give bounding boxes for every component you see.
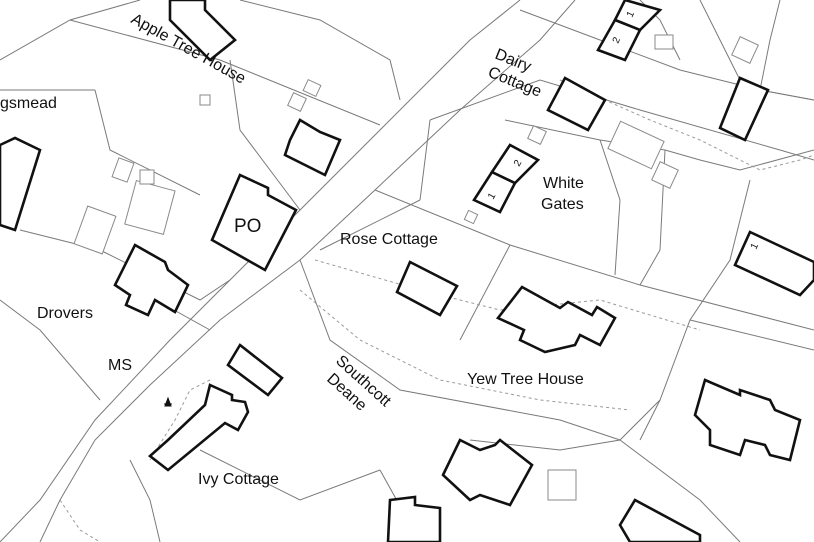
plot-line bbox=[469, 399, 661, 451]
outbuilding bbox=[73, 205, 117, 255]
label-rose-cottage: Rose Cottage bbox=[340, 231, 438, 248]
building-right-complex bbox=[693, 378, 802, 462]
plot-line bbox=[664, 149, 814, 171]
plot-line bbox=[0, 299, 101, 401]
plot-line bbox=[759, 89, 814, 101]
dashed-paths bbox=[59, 79, 814, 542]
plot-line bbox=[69, 19, 381, 126]
house-number: 2 bbox=[611, 35, 624, 45]
outbuilding bbox=[527, 125, 547, 145]
label-post-office: PO bbox=[234, 216, 261, 237]
label-white-gates-2: Gates bbox=[541, 196, 584, 213]
track-dashed bbox=[314, 259, 701, 331]
outbuilding bbox=[463, 209, 479, 225]
plot-line bbox=[0, 0, 141, 61]
outbuilding bbox=[302, 78, 322, 98]
outbuilding bbox=[731, 36, 759, 64]
building-drovers bbox=[113, 243, 190, 317]
plot-line bbox=[459, 244, 511, 341]
house-number: 2 bbox=[512, 158, 525, 169]
building-right-house bbox=[733, 230, 814, 297]
plot-line bbox=[374, 189, 814, 331]
outbuilding bbox=[651, 161, 679, 189]
building-post-office bbox=[210, 173, 298, 272]
building-bottom bbox=[386, 495, 442, 542]
plot-line bbox=[319, 199, 421, 251]
building-small-house bbox=[283, 118, 342, 177]
building-white-gates-2 bbox=[490, 143, 541, 185]
plot-line bbox=[239, 0, 401, 101]
outbuilding bbox=[139, 169, 155, 185]
label-yew-tree-house: Yew Tree House bbox=[467, 371, 584, 388]
plot-line bbox=[299, 259, 621, 441]
outbuilding bbox=[654, 34, 674, 50]
outbuilding bbox=[111, 157, 135, 183]
house-number: 1 bbox=[625, 9, 638, 19]
track-dashed bbox=[59, 499, 101, 542]
building-lower-centre bbox=[441, 438, 534, 507]
plot-line bbox=[599, 139, 621, 276]
outbuilding bbox=[287, 92, 307, 112]
house-number: 1 bbox=[486, 191, 499, 202]
labels: Apple Tree House gsmead Dairy Cottage Wh… bbox=[0, 11, 584, 488]
label-ms: MS bbox=[108, 357, 132, 374]
building-bottom-right bbox=[618, 498, 702, 542]
building-yew-tree-house bbox=[495, 285, 617, 354]
label-white-gates-1: White bbox=[543, 175, 584, 192]
label-kingsmead: gsmead bbox=[0, 95, 57, 112]
benchmark-arrow-icon bbox=[164, 396, 172, 407]
plot-line bbox=[229, 59, 301, 211]
building-dairy-cottage bbox=[546, 76, 607, 132]
outbuilding bbox=[199, 94, 211, 106]
label-ivy-cottage: Ivy Cottage bbox=[198, 471, 279, 488]
road-edge-east bbox=[39, 0, 576, 542]
outbuilding bbox=[607, 120, 665, 170]
building-apple-tree-house bbox=[168, 0, 237, 62]
building-top-semi-2 bbox=[596, 18, 642, 62]
label-drovers: Drovers bbox=[37, 305, 93, 322]
plot-line bbox=[94, 89, 201, 196]
building-rose-cottage bbox=[395, 260, 459, 317]
building-top-right bbox=[718, 76, 770, 142]
plot-line bbox=[199, 449, 381, 501]
plot-line bbox=[419, 119, 431, 201]
plot-line bbox=[619, 439, 741, 542]
plot-line bbox=[689, 319, 814, 351]
plot-line bbox=[129, 459, 161, 542]
house-numbers: 1 2 1 2 1 bbox=[486, 9, 761, 251]
road-edge-west bbox=[0, 0, 521, 542]
plot-line bbox=[699, 0, 741, 81]
outbuildings bbox=[73, 34, 759, 501]
building-ivy-cottage bbox=[147, 383, 250, 472]
building-roadside bbox=[226, 343, 284, 397]
road-ne-edge bbox=[429, 79, 814, 161]
plot-line bbox=[759, 0, 781, 91]
house-number: 1 bbox=[749, 241, 762, 251]
track-dashed bbox=[149, 379, 211, 461]
outbuilding bbox=[124, 179, 176, 236]
outbuilding bbox=[547, 469, 577, 501]
building-kingsmead bbox=[0, 136, 42, 232]
